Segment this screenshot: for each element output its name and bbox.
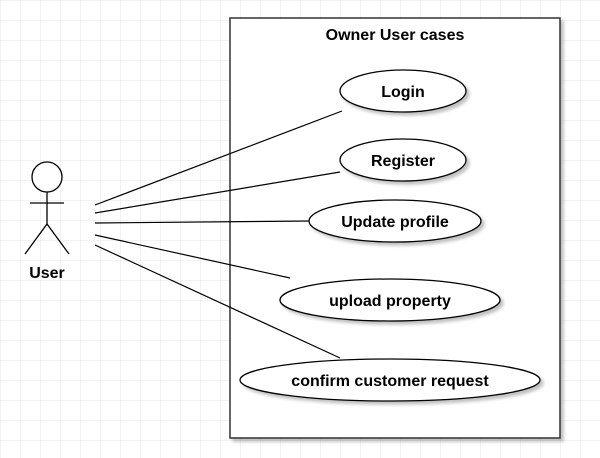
actor-label: User: [29, 265, 65, 282]
use-case-register[interactable]: Register: [339, 138, 467, 182]
associations: [94, 110, 343, 359]
use-case-ellipse: [279, 278, 501, 322]
actor-user[interactable]: [24, 161, 70, 255]
use-case-label: Update profile: [341, 214, 449, 231]
association-update-profile[interactable]: [94, 220, 311, 224]
use-case-label: confirm customer request: [291, 373, 489, 390]
association-upload-property[interactable]: [94, 234, 291, 279]
association-login[interactable]: [94, 110, 343, 206]
association-register[interactable]: [94, 171, 341, 214]
use-case-confirm-customer-request[interactable]: confirm customer request: [239, 358, 541, 402]
actor-right-leg: [46, 223, 70, 255]
use-case-label: Login: [381, 84, 425, 101]
use-case-ellipse: [239, 358, 541, 402]
use-case-login[interactable]: Login: [339, 69, 467, 113]
use-case-label: upload property: [329, 293, 451, 310]
system-title: Owner User cases: [326, 27, 465, 44]
use-case-label: Register: [371, 153, 435, 170]
actor-left-leg: [24, 223, 48, 255]
use-case-update-profile[interactable]: Update profile: [308, 199, 482, 243]
actor-head: [31, 161, 63, 193]
association-confirm-customer-request[interactable]: [94, 244, 341, 359]
use-case-ellipse: [339, 138, 467, 182]
use-case-ellipse: [308, 199, 482, 243]
use-case-upload-property[interactable]: upload property: [279, 278, 501, 322]
use-case-ellipse: [339, 69, 467, 113]
